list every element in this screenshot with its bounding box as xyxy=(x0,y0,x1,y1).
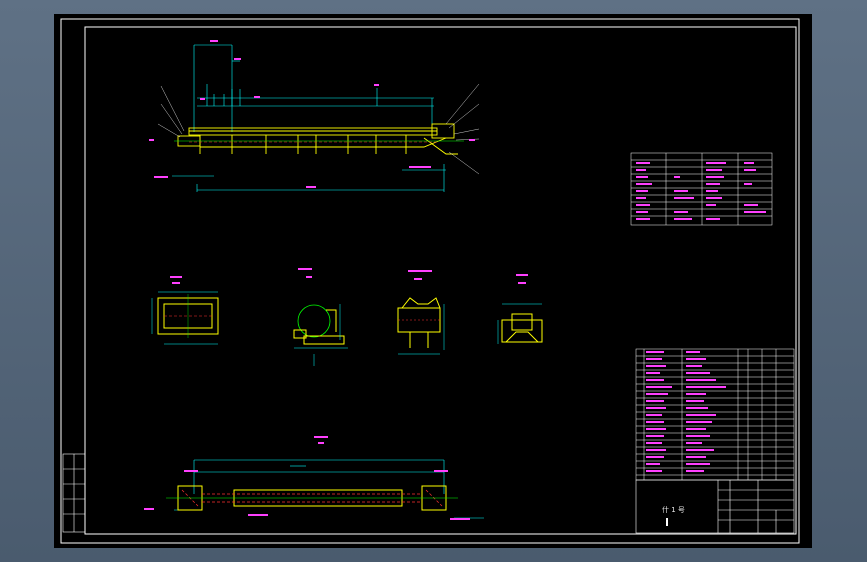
section-view-4[interactable] xyxy=(497,274,543,344)
parts-list[interactable] xyxy=(635,348,795,481)
cad-viewport[interactable]: 什 1 号 xyxy=(54,14,812,548)
drawing-canvas[interactable]: 什 1 号 xyxy=(54,14,812,548)
plan-view[interactable] xyxy=(144,436,484,520)
title-block-name: 什 1 号 xyxy=(662,505,685,514)
main-elevation-view[interactable] xyxy=(149,40,480,192)
inner-frame xyxy=(84,26,797,535)
title-block-mark xyxy=(666,518,668,526)
parts-list-marks xyxy=(646,351,726,472)
binding-strip xyxy=(62,453,86,533)
spec-table-marks xyxy=(636,162,766,220)
outer-frame xyxy=(60,18,800,544)
spec-table[interactable] xyxy=(630,152,773,226)
section-view-1[interactable] xyxy=(151,276,219,345)
section-view-3[interactable] xyxy=(397,270,445,355)
section-view-2[interactable] xyxy=(293,268,348,366)
title-block[interactable] xyxy=(635,479,795,534)
